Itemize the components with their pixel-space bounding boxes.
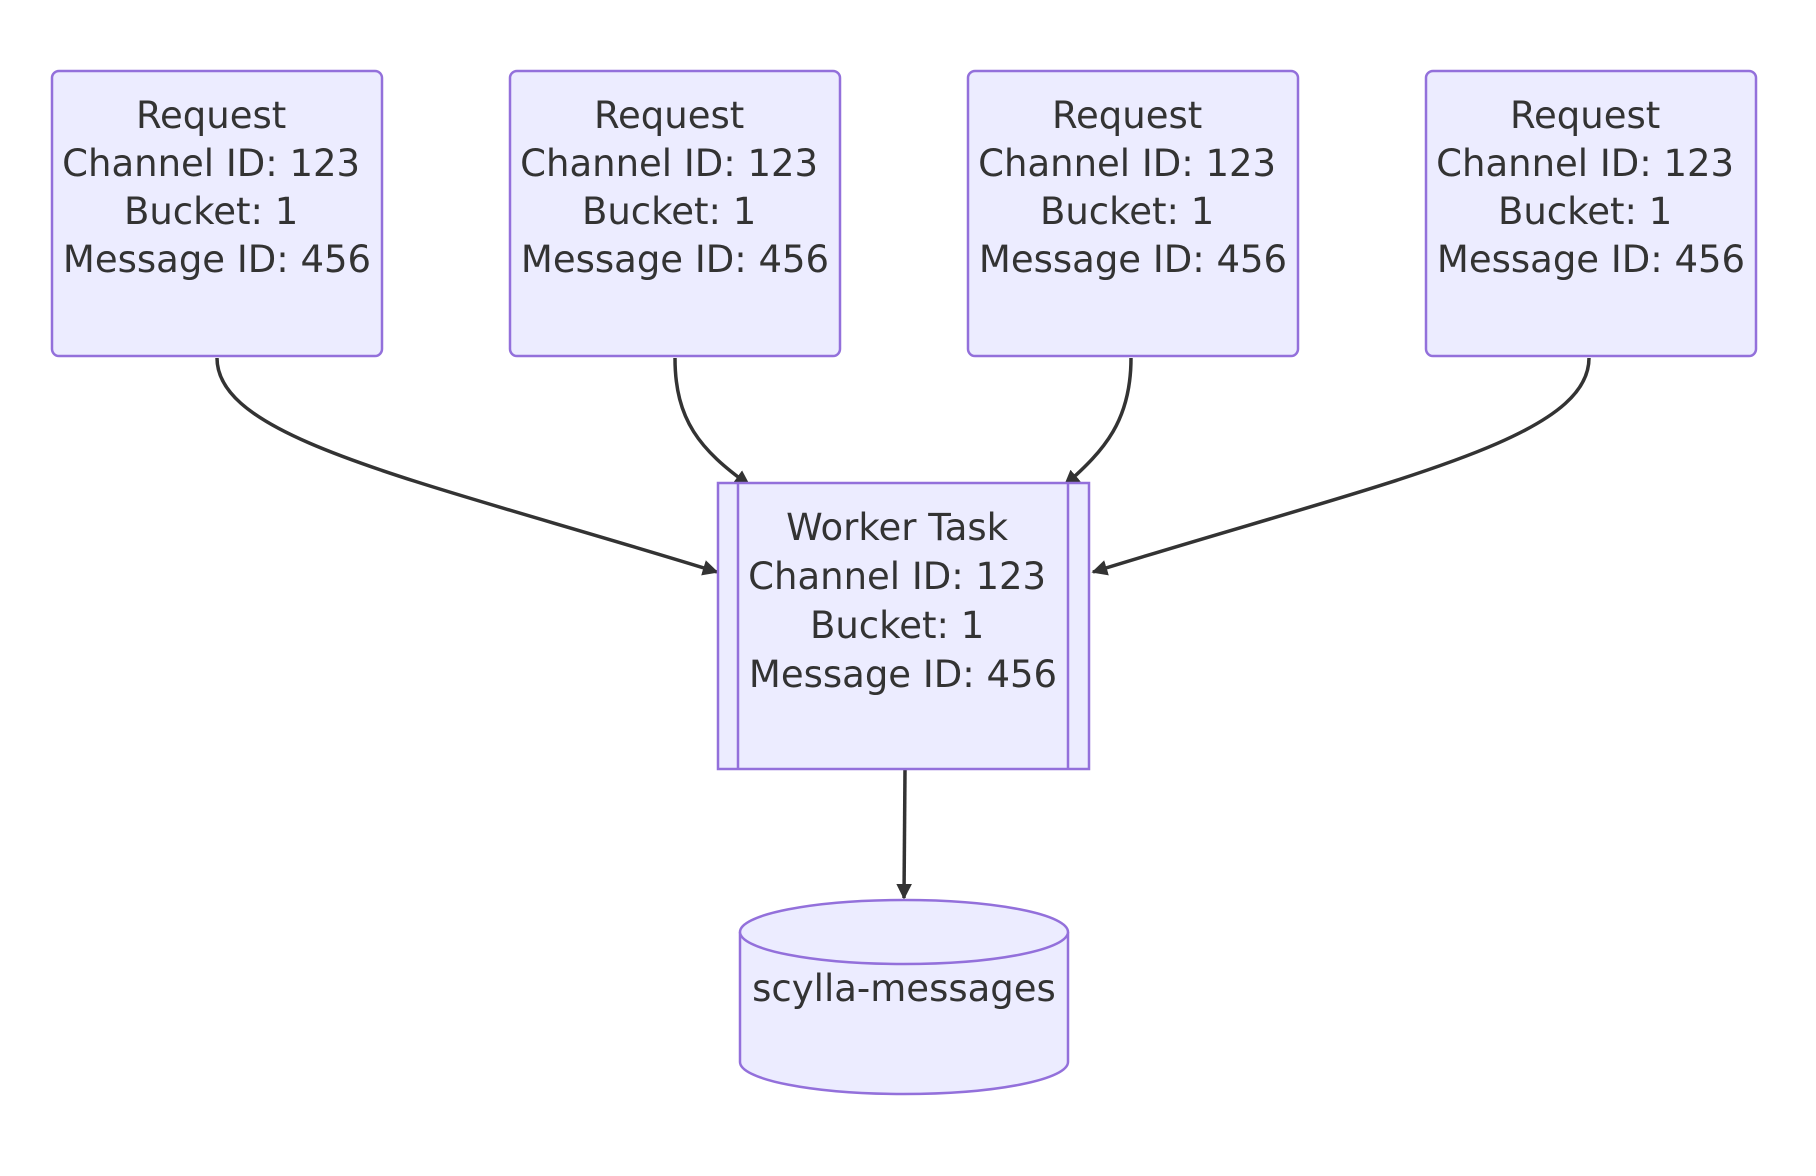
worker-task-bucket: Bucket: 1	[810, 604, 984, 647]
request-node-3-channel-id: Channel ID: 123	[978, 142, 1276, 185]
worker-task-title: Worker Task	[786, 506, 1009, 549]
request-node-1-message-id: Message ID: 456	[63, 238, 371, 281]
request-node-2-channel-id: Channel ID: 123	[520, 142, 818, 185]
request-node-2: Request Channel ID: 123 Bucket: 1 Messag…	[508, 69, 842, 358]
svg-text:Request Channel ID: 12: Request Channel ID: 123 Bucket: 1 Messag…	[62, 94, 372, 281]
request-node-1-title: Request	[136, 94, 286, 137]
request-node-1-channel-id: Channel ID: 123	[62, 142, 360, 185]
worker-task-channel-id: Channel ID: 123	[748, 555, 1046, 598]
edge-request-4-to-worker	[1091, 357, 1591, 576]
edge-request-3-to-worker	[1063, 357, 1133, 487]
request-node-3: Request Channel ID: 123 Bucket: 1 Messag…	[966, 69, 1300, 358]
worker-task-message-id: Message ID: 456	[749, 653, 1057, 696]
worker-task-node: Worker Task Channel ID: 123 Bucket: 1 Me…	[716, 481, 1091, 771]
request-node-4: Request Channel ID: 123 Bucket: 1 Messag…	[1424, 69, 1758, 358]
request-node-4-channel-id: Channel ID: 123	[1436, 142, 1734, 185]
request-node-1: Request Channel ID: 123 Bucket: 1 Messag…	[50, 69, 384, 358]
svg-text:Request Channel ID: 12: Request Channel ID: 123 Bucket: 1 Messag…	[520, 94, 830, 281]
request-node-3-message-id: Message ID: 456	[979, 238, 1287, 281]
svg-text:Request Channel ID: 12: Request Channel ID: 123 Bucket: 1 Messag…	[1436, 94, 1746, 281]
request-node-4-message-id: Message ID: 456	[1437, 238, 1745, 281]
database-node: scylla-messages	[738, 898, 1070, 1096]
edge-request-2-to-worker	[673, 357, 751, 487]
database-label: scylla-messages	[752, 967, 1056, 1010]
request-node-2-title: Request	[594, 94, 744, 137]
request-node-3-bucket: Bucket: 1	[1040, 190, 1214, 233]
database-cylinder-top	[738, 898, 1070, 966]
request-node-4-bucket: Bucket: 1	[1498, 190, 1672, 233]
database-cylinder-body	[738, 932, 1070, 1096]
request-node-1-bucket: Bucket: 1	[124, 190, 298, 233]
request-node-2-message-id: Message ID: 456	[521, 238, 829, 281]
svg-text:Request Channel ID: 12: Request Channel ID: 123 Bucket: 1 Messag…	[978, 94, 1288, 281]
request-node-4-title: Request	[1510, 94, 1660, 137]
svg-text:Worker Task Channel ID: Worker Task Channel ID: 123 Bucket: 1 Me…	[748, 506, 1058, 696]
edge-request-1-to-worker	[215, 357, 719, 576]
request-node-3-title: Request	[1052, 94, 1202, 137]
request-node-2-bucket: Bucket: 1	[582, 190, 756, 233]
edge-worker-to-database	[896, 769, 912, 900]
edges	[215, 357, 1591, 900]
